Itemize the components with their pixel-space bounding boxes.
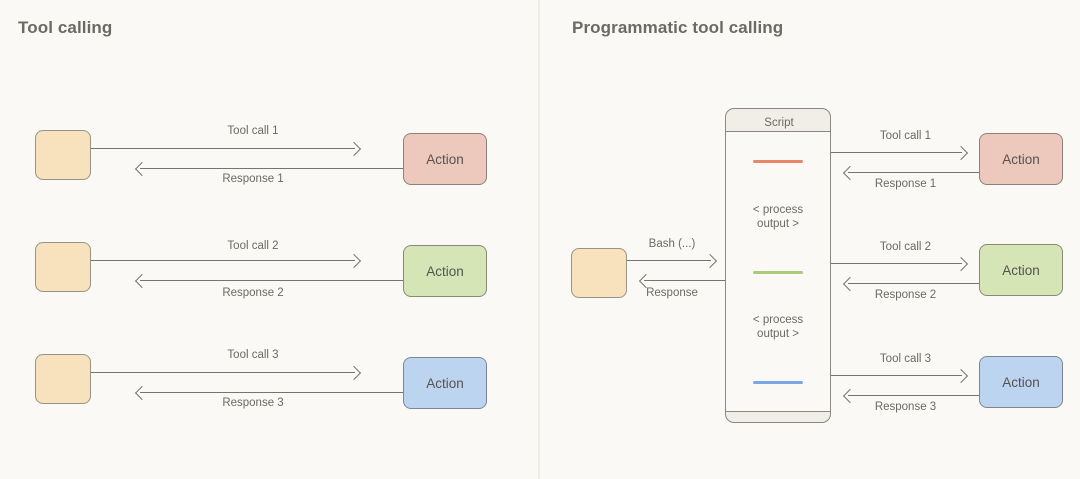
call-label-2: Tool call 2 xyxy=(227,240,279,252)
prog-response-line-3 xyxy=(848,395,979,396)
prog-call-label-1: Tool call 1 xyxy=(879,130,932,142)
panel-divider xyxy=(538,0,540,479)
process-output-label-1: < process output > xyxy=(752,204,804,230)
action-box-3: Action xyxy=(403,357,487,409)
bash-call-label: Bash (...) xyxy=(648,238,696,250)
call-line-1 xyxy=(91,148,355,149)
script-code-area xyxy=(725,131,831,412)
response-label-2: Response 2 xyxy=(222,287,284,299)
response-line-1 xyxy=(140,168,403,169)
call-label-1: Tool call 1 xyxy=(227,125,279,137)
prog-call-line-3 xyxy=(831,375,962,376)
call-arrowhead-1 xyxy=(346,141,362,157)
agent-box-programmatic xyxy=(571,248,627,298)
bash-call-arrowhead xyxy=(702,253,718,269)
bash-response-arrowhead xyxy=(638,273,654,289)
agent-box-1 xyxy=(35,130,91,180)
action-box-2: Action xyxy=(403,245,487,297)
call-label-3: Tool call 3 xyxy=(227,349,279,361)
response-line-2 xyxy=(140,280,403,281)
prog-call-arrowhead-3 xyxy=(953,368,969,384)
bash-response-label: Response xyxy=(646,287,698,299)
page-title-programmatic-tool-calling: Programmatic tool calling xyxy=(572,18,784,37)
response-line-3 xyxy=(140,392,403,393)
prog-response-label-3: Response 3 xyxy=(874,401,937,413)
response-arrowhead-1 xyxy=(134,161,150,177)
prog-call-arrowhead-2 xyxy=(953,256,969,272)
prog-action-box-2: Action xyxy=(979,244,1063,296)
call-arrowhead-2 xyxy=(346,253,362,269)
response-label-3: Response 3 xyxy=(222,397,284,409)
code-line-2 xyxy=(753,271,803,274)
code-line-3 xyxy=(753,381,803,384)
agent-box-2 xyxy=(35,242,91,292)
prog-call-label-2: Tool call 2 xyxy=(879,241,932,253)
process-output-label-2: < process output > xyxy=(752,314,804,340)
bash-call-line xyxy=(627,260,711,261)
call-line-3 xyxy=(91,372,355,373)
prog-response-line-2 xyxy=(848,283,979,284)
prog-action-box-3: Action xyxy=(979,356,1063,408)
action-box-1: Action xyxy=(403,133,487,185)
bash-response-line xyxy=(644,280,726,281)
prog-call-arrowhead-1 xyxy=(953,145,969,161)
response-label-1: Response 1 xyxy=(222,173,284,185)
prog-call-line-2 xyxy=(831,263,962,264)
agent-box-3 xyxy=(35,354,91,404)
prog-response-label-2: Response 2 xyxy=(874,289,937,301)
prog-action-box-1: Action xyxy=(979,133,1063,185)
response-arrowhead-2 xyxy=(134,273,150,289)
prog-call-line-1 xyxy=(831,152,962,153)
page-title-tool-calling: Tool calling xyxy=(18,18,113,37)
script-title: Script xyxy=(764,117,794,129)
prog-call-label-3: Tool call 3 xyxy=(879,353,932,365)
prog-response-label-1: Response 1 xyxy=(874,178,937,190)
code-line-1 xyxy=(753,160,803,163)
call-arrowhead-3 xyxy=(346,365,362,381)
response-arrowhead-3 xyxy=(134,385,150,401)
prog-response-line-1 xyxy=(848,172,979,173)
call-line-2 xyxy=(91,260,355,261)
